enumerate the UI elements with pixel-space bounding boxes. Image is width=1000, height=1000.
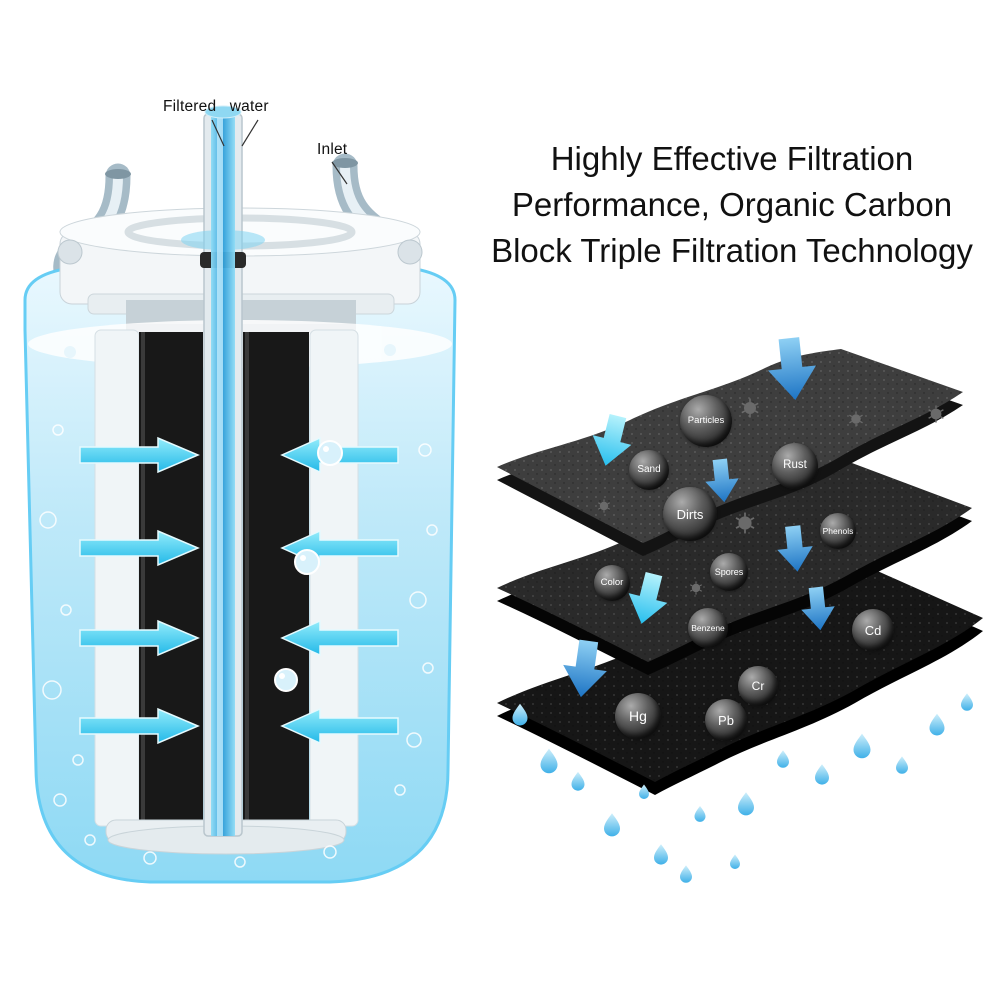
contaminant-bubble-spores: Spores <box>710 553 748 591</box>
water-bubbles <box>39 424 438 868</box>
contaminant-bubble-benzene: Benzene <box>688 608 728 648</box>
contaminant-bubble-pb: Pb <box>705 699 747 741</box>
contaminant-bubble-dirts: Dirts <box>663 487 717 541</box>
water-drop-icon <box>680 865 692 883</box>
headline-line-3: Block Triple Filtration Technology <box>491 232 973 270</box>
water-drop-icon <box>540 748 558 774</box>
contaminant-bubble-phenols: Phenols <box>820 513 856 549</box>
water-drop-icon <box>929 713 945 736</box>
water-filter-cutaway <box>23 105 457 884</box>
contaminant-bubble-particles: Particles <box>680 395 732 447</box>
contaminant-bubble-cd: Cd <box>852 609 894 651</box>
water-drop-icon <box>777 750 789 768</box>
inlet-label: Inlet <box>317 141 348 158</box>
filtration-sheet-1 <box>497 349 963 556</box>
headline-line-2: Performance, Organic Carbon <box>511 186 953 224</box>
water-drop-icon <box>654 844 668 865</box>
water-drop-icon <box>604 813 620 837</box>
glossy-bubbles <box>274 440 343 692</box>
inflow-arrows <box>79 436 399 745</box>
water-drop-icon <box>694 805 706 822</box>
filtered-water-label: Filtered water <box>163 98 269 115</box>
label-leader-lines <box>211 119 348 185</box>
water-drop-icon <box>571 771 585 791</box>
water-drop-icon <box>853 733 871 759</box>
contaminant-bubble-cr: Cr <box>738 666 778 706</box>
water-drop-icon <box>896 756 908 774</box>
water-drop-icon <box>961 693 973 711</box>
water-drop-icon <box>738 792 754 816</box>
contaminant-bubble-color: Color <box>594 565 630 601</box>
contaminant-bubble-hg: Hg <box>615 693 661 739</box>
headline-line-1: Highly Effective Filtration <box>550 140 914 177</box>
headline: Highly Effective Filtration Performance,… <box>468 136 996 275</box>
water-drop-icon <box>730 854 740 869</box>
contaminant-bubble-rust: Rust <box>772 443 818 489</box>
center-tube <box>181 105 265 837</box>
water-drop-icon <box>815 764 829 785</box>
contaminant-bubble-sand: Sand <box>629 450 669 490</box>
